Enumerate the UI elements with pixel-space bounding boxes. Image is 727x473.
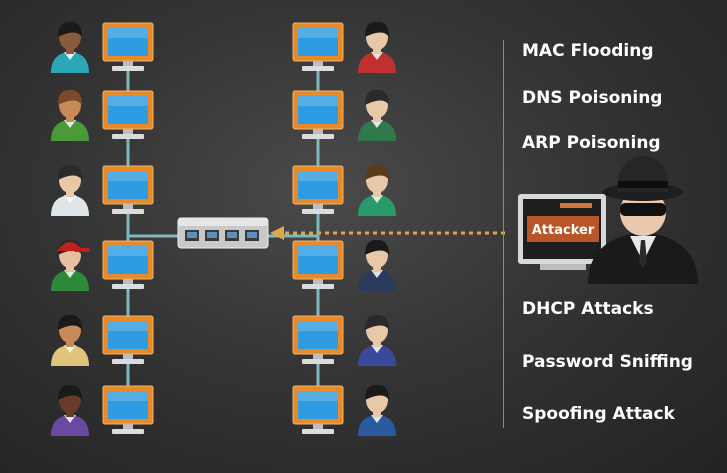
attack-label-dns-poisoning: DNS Poisoning [522,88,663,108]
left-monitor-2-icon [102,90,154,139]
right-user-3-icon [358,164,396,216]
right-monitor-4-icon [292,240,344,289]
left-monitor-1-icon [102,22,154,71]
right-monitor-6-icon [292,385,344,434]
attack-arrow-head-icon [270,226,284,240]
left-monitor-4-icon [102,240,154,289]
right-monitor-2-icon [292,90,344,139]
divider-line [503,40,504,428]
left-monitor-5-icon [102,315,154,364]
attack-label-mac-flooding: MAC Flooding [522,41,654,61]
left-user-1-icon [51,21,89,73]
right-user-1-icon [358,21,396,73]
attack-label-spoofing-attack: Spoofing Attack [522,404,675,424]
right-monitor-5-icon [292,315,344,364]
left-user-2-icon [51,89,89,141]
right-user-2-icon [358,89,396,141]
left-monitor-6-icon [102,385,154,434]
left-user-5-icon [51,314,89,366]
attacker-label: Attacker [531,223,595,238]
attack-label-arp-poisoning: ARP Poisoning [522,133,661,153]
right-user-5-icon [358,314,396,366]
left-user-6-icon [51,384,89,436]
left-monitor-3-icon [102,165,154,214]
left-user-3-icon [51,164,89,216]
attack-label-password-sniffing: Password Sniffing [522,352,693,372]
right-user-6-icon [358,384,396,436]
right-monitor-1-icon [292,22,344,71]
attacker-monitor-icon [518,194,606,270]
hacker-icon [588,156,698,284]
left-user-4-icon [51,239,90,291]
right-monitor-3-icon [292,165,344,214]
attack-label-dhcp-attacks: DHCP Attacks [522,299,654,319]
right-user-4-icon [358,239,396,291]
network-switch-icon [177,217,269,249]
